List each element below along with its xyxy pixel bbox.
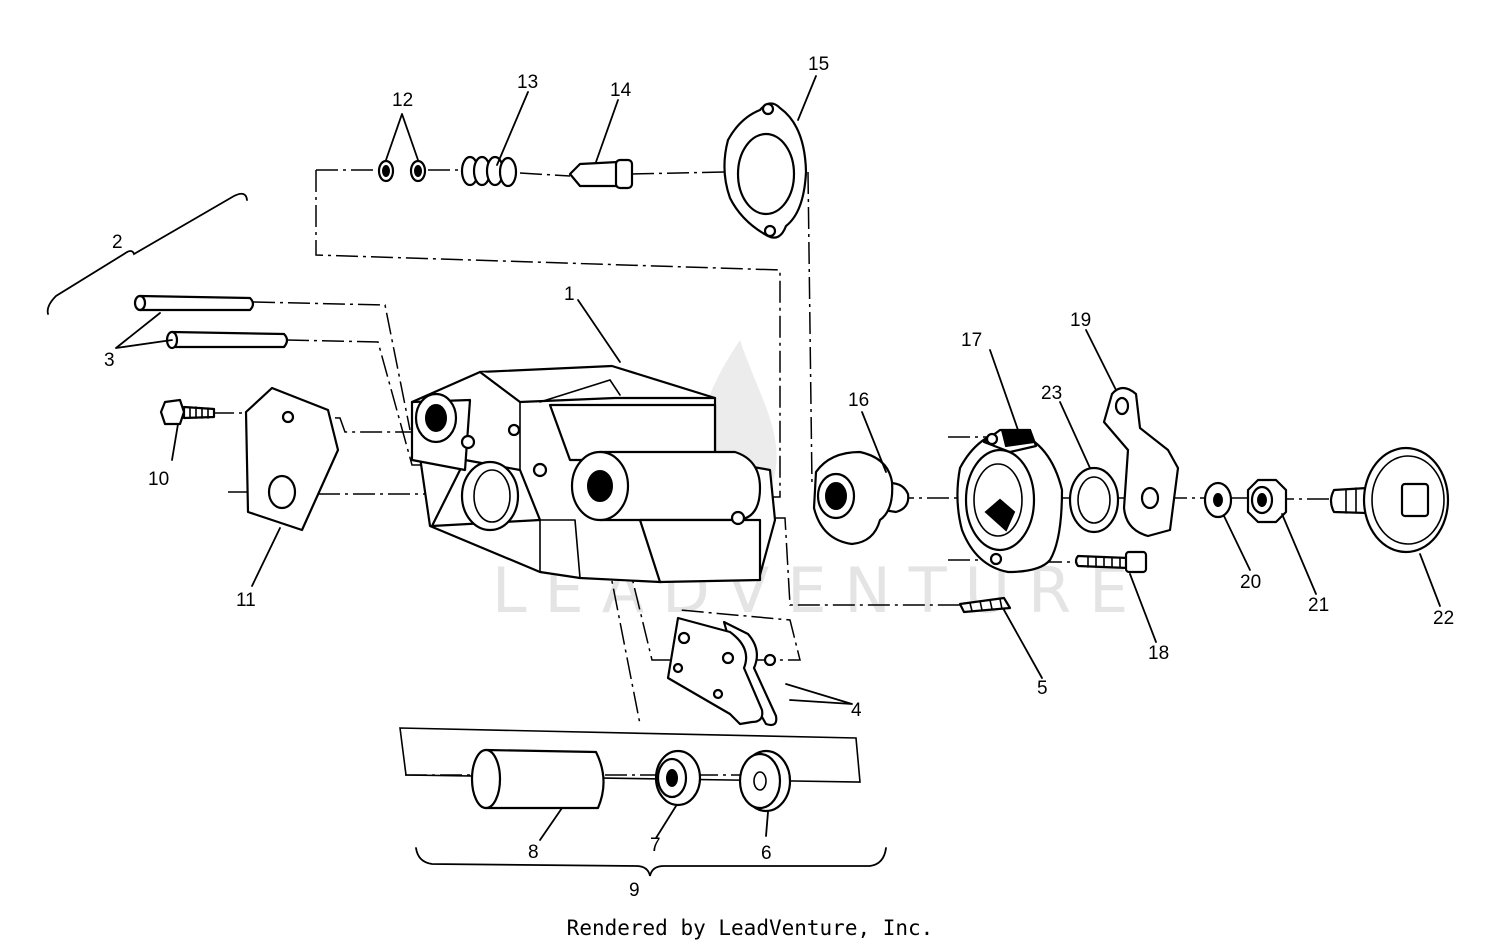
callout-18: 18 <box>1148 643 1169 664</box>
cylinder <box>470 748 605 810</box>
callout-9: 9 <box>629 880 640 901</box>
spacer <box>738 749 792 813</box>
callout-23: 23 <box>1041 383 1062 404</box>
cover-plate <box>244 386 340 532</box>
mounting-bracket <box>1102 386 1180 538</box>
callout-4: 4 <box>851 700 862 721</box>
reed-valves <box>666 616 778 727</box>
seal <box>1068 466 1120 534</box>
callout-3: 3 <box>104 350 115 371</box>
callout-1: 1 <box>564 284 575 305</box>
credit-line: Rendered by LeadVenture, Inc. <box>566 916 934 940</box>
callout-6: 6 <box>761 843 772 864</box>
bracket-9 <box>415 847 887 877</box>
callout-11: 11 <box>236 590 256 611</box>
plunger <box>568 158 634 190</box>
callouts: 1 2 3 4 5 6 7 8 9 10 11 12 13 14 15 16 1… <box>104 54 1454 901</box>
callout-12: 12 <box>392 90 413 111</box>
callout-13: 13 <box>517 72 538 93</box>
gasket <box>723 102 808 239</box>
leader-lines <box>115 75 1441 841</box>
callout-15: 15 <box>808 54 829 75</box>
callout-7: 7 <box>650 835 661 856</box>
cap-screw <box>159 398 216 426</box>
front-housing <box>956 428 1064 574</box>
pulley <box>1329 446 1450 554</box>
pump-body <box>410 364 777 584</box>
washer <box>1203 481 1233 519</box>
callout-21: 21 <box>1308 595 1329 616</box>
callout-5: 5 <box>1037 678 1048 699</box>
o-rings <box>377 159 427 183</box>
set-screw <box>958 596 1012 614</box>
callout-14: 14 <box>610 80 632 101</box>
kit-frame <box>399 727 861 783</box>
callout-10: 10 <box>148 469 169 490</box>
bracket-2 <box>46 192 248 315</box>
spring <box>460 155 518 188</box>
nut <box>1246 478 1288 524</box>
rotor <box>812 450 910 546</box>
callout-16: 16 <box>848 390 869 411</box>
long-screw <box>1074 550 1148 574</box>
callout-20: 20 <box>1240 572 1261 593</box>
dowel-pins <box>133 294 289 350</box>
callout-22: 22 <box>1433 608 1454 629</box>
callout-8: 8 <box>528 842 539 863</box>
callout-19: 19 <box>1070 310 1091 331</box>
callout-17: 17 <box>961 330 982 351</box>
callout-2: 2 <box>112 232 123 253</box>
bushing <box>654 749 702 807</box>
